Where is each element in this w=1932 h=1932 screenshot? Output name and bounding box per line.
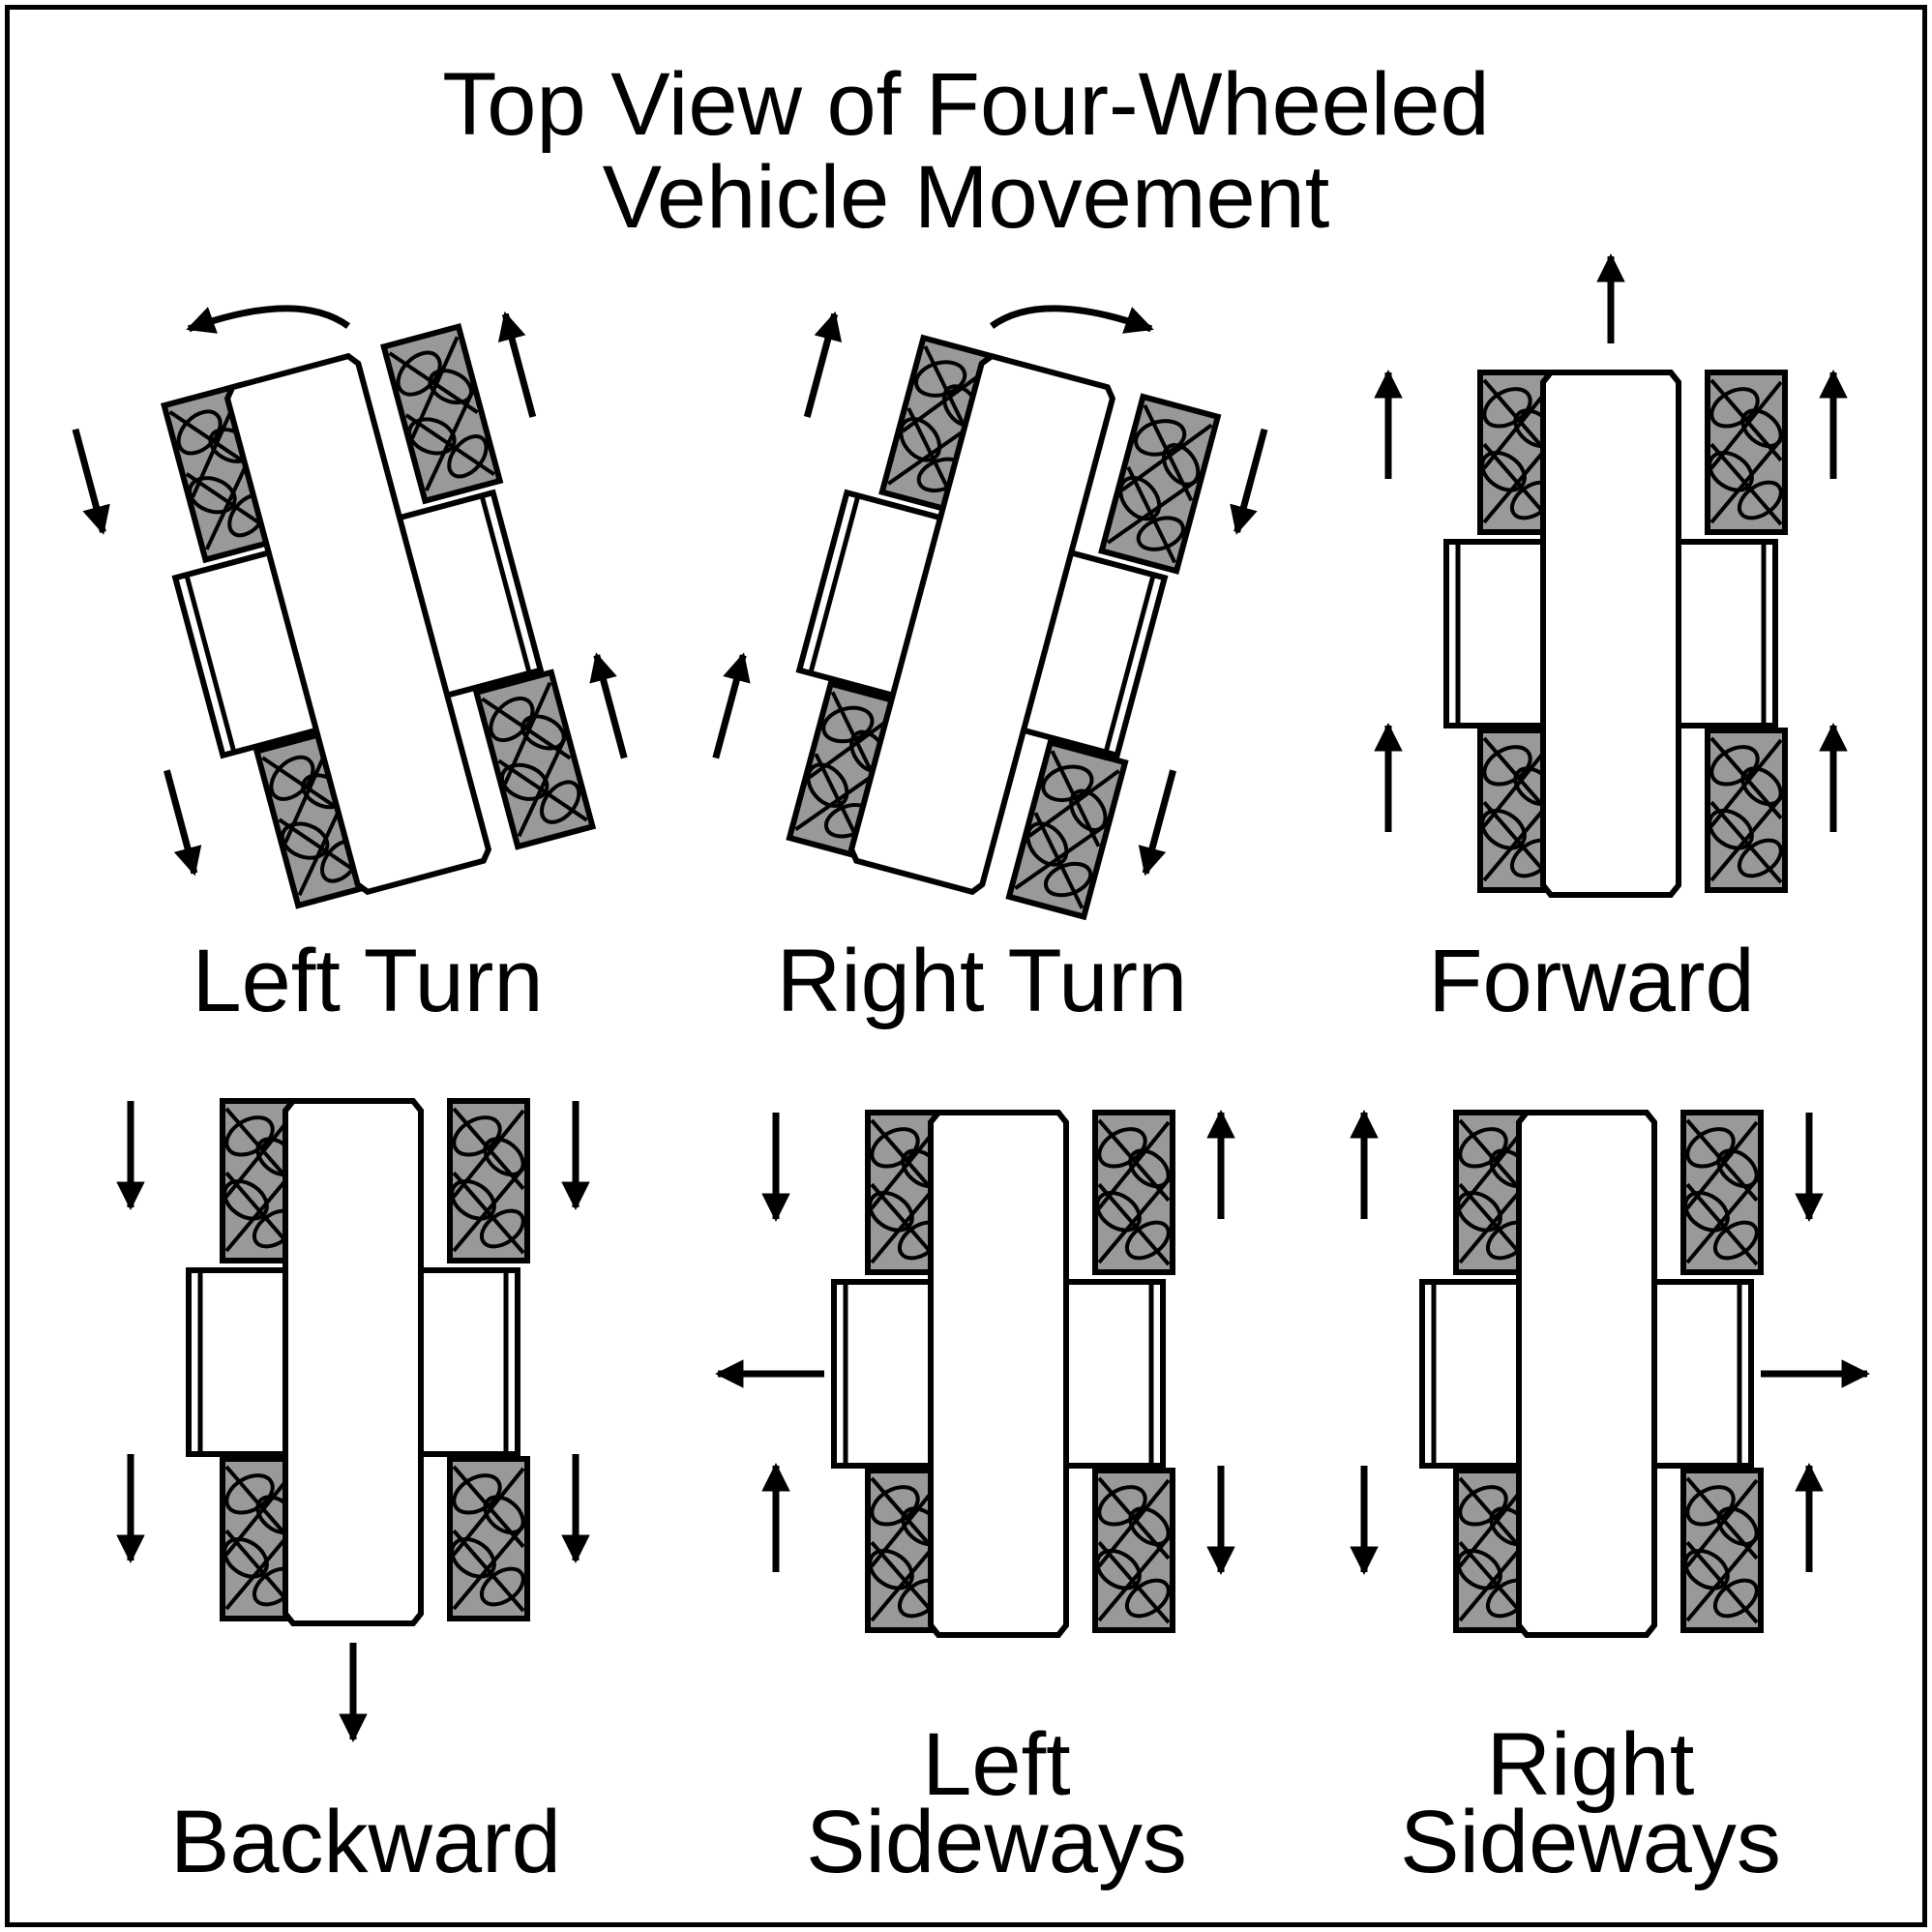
wheel-arrow-front-left bbox=[803, 311, 843, 418]
vehicle-backward bbox=[116, 1098, 590, 1742]
wheel-arrow-rear-right bbox=[589, 652, 628, 759]
wheel-arrow-front-right bbox=[497, 311, 537, 418]
vehicle-forward bbox=[1374, 253, 1848, 898]
vehicle-body bbox=[1540, 370, 1681, 898]
body-arrow bbox=[186, 305, 351, 334]
wheel-arrow-front-left bbox=[72, 428, 110, 535]
title-line-1: Top View of Four-Wheeled bbox=[442, 55, 1490, 154]
caption-right-turn: Right Turn bbox=[776, 932, 1188, 1030]
wheel-rear-right bbox=[472, 669, 597, 850]
caption-right-sideways-line-2: Sideways bbox=[1400, 1793, 1781, 1891]
caption-right-sideways-line-1: Right bbox=[1486, 1715, 1695, 1814]
caption-forward: Forward bbox=[1428, 932, 1755, 1030]
wheel-rear-right bbox=[1005, 738, 1129, 921]
wheel-rear-right bbox=[1705, 728, 1788, 893]
caption-left-turn: Left Turn bbox=[192, 932, 544, 1030]
vehicle-body bbox=[223, 352, 492, 896]
vehicle-body bbox=[1516, 1110, 1657, 1638]
vehicle-body bbox=[928, 1110, 1069, 1638]
vehicle-right-turn bbox=[712, 305, 1268, 921]
wheel-front-right bbox=[1680, 1110, 1764, 1275]
wheel-front-right bbox=[1705, 370, 1788, 535]
wheel-front-right bbox=[447, 1098, 530, 1263]
wheel-arrow-front-right bbox=[1230, 428, 1268, 535]
wheel-front-right bbox=[1092, 1110, 1175, 1275]
wheel-rear-right bbox=[447, 1456, 530, 1621]
vehicle-left-sideways bbox=[715, 1110, 1235, 1638]
caption-left-sideways-line-1: Left bbox=[922, 1715, 1071, 1814]
wheel-rear-right bbox=[1680, 1468, 1764, 1633]
vehicle-right-sideways bbox=[1350, 1110, 1870, 1638]
caption-backward: Backward bbox=[170, 1793, 561, 1891]
caption-left-sideways-line-2: Sideways bbox=[806, 1793, 1187, 1891]
wheel-arrow-rear-left bbox=[712, 652, 751, 759]
wheel-arrow-rear-right bbox=[1138, 769, 1176, 877]
vehicle-body bbox=[847, 352, 1116, 896]
wheel-arrow-rear-left bbox=[163, 769, 202, 877]
vehicle-left-turn bbox=[72, 305, 628, 909]
wheel-rear-right bbox=[1092, 1468, 1175, 1633]
body-arrow bbox=[989, 305, 1154, 334]
wheel-front-right bbox=[1098, 393, 1222, 575]
wheel-front-right bbox=[380, 322, 504, 505]
vehicle-body bbox=[282, 1098, 424, 1626]
title-line-2: Vehicle Movement bbox=[602, 148, 1330, 247]
